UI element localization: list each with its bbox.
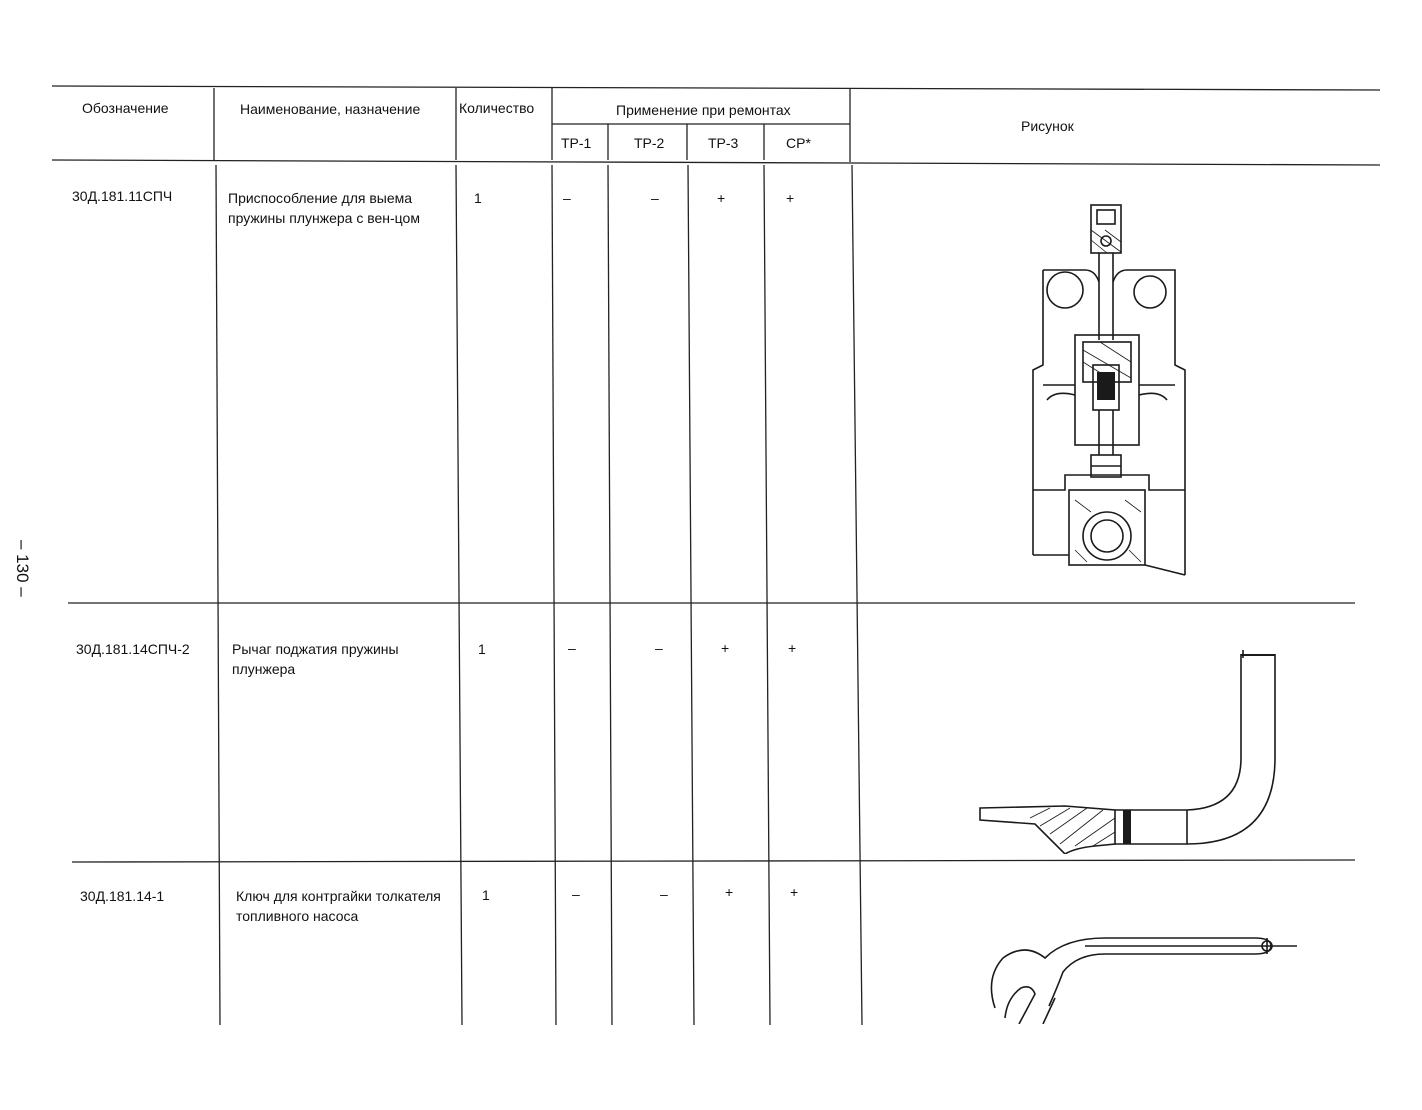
lever-drawing [975,648,1285,854]
row-tr1: – [572,886,580,902]
row-tr3: + [725,884,734,900]
row-designation: 30Д.181.11СПЧ [72,188,173,204]
header-application: Применение при ремонтах [616,102,791,118]
row-sr: + [788,640,797,656]
header-tr1: ТР-1 [561,135,592,151]
row-tr3: + [717,190,726,206]
row-designation: 30Д.181.14СПЧ-2 [76,641,190,657]
row-tr1: – [563,190,571,206]
header-quantity: Количество [459,100,535,116]
header-designation: Обозначение [82,100,169,116]
header-tr2: ТР-2 [634,135,665,151]
row-designation: 30Д.181.14-1 [80,888,165,904]
page-number: – 130 – [13,540,32,597]
header-figure: Рисунок [1021,118,1074,134]
row-quantity: 1 [478,641,486,657]
row-name: Ключ для контргайки толкателя топливного… [236,888,441,924]
fixture-cross-section-drawing [1025,200,1195,580]
row-tr2: – [655,640,663,656]
row-quantity: 1 [474,190,482,206]
header-sr: СР* [786,135,811,151]
row-tr2: – [660,886,668,902]
row-sr: + [786,190,795,206]
row-name: Рычаг поджатия пружины плунжера [232,641,399,677]
header-tr3: ТР-3 [708,135,739,151]
row-tr2: – [651,190,659,206]
row-quantity: 1 [482,887,490,903]
row-name: Приспособление для выема пружины плунжер… [228,190,420,226]
row-sr: + [790,884,799,900]
header-name: Наименование, назначение [240,101,421,117]
row-tr1: – [568,640,576,656]
wrench-drawing [985,928,1297,1024]
row-tr3: + [721,640,730,656]
